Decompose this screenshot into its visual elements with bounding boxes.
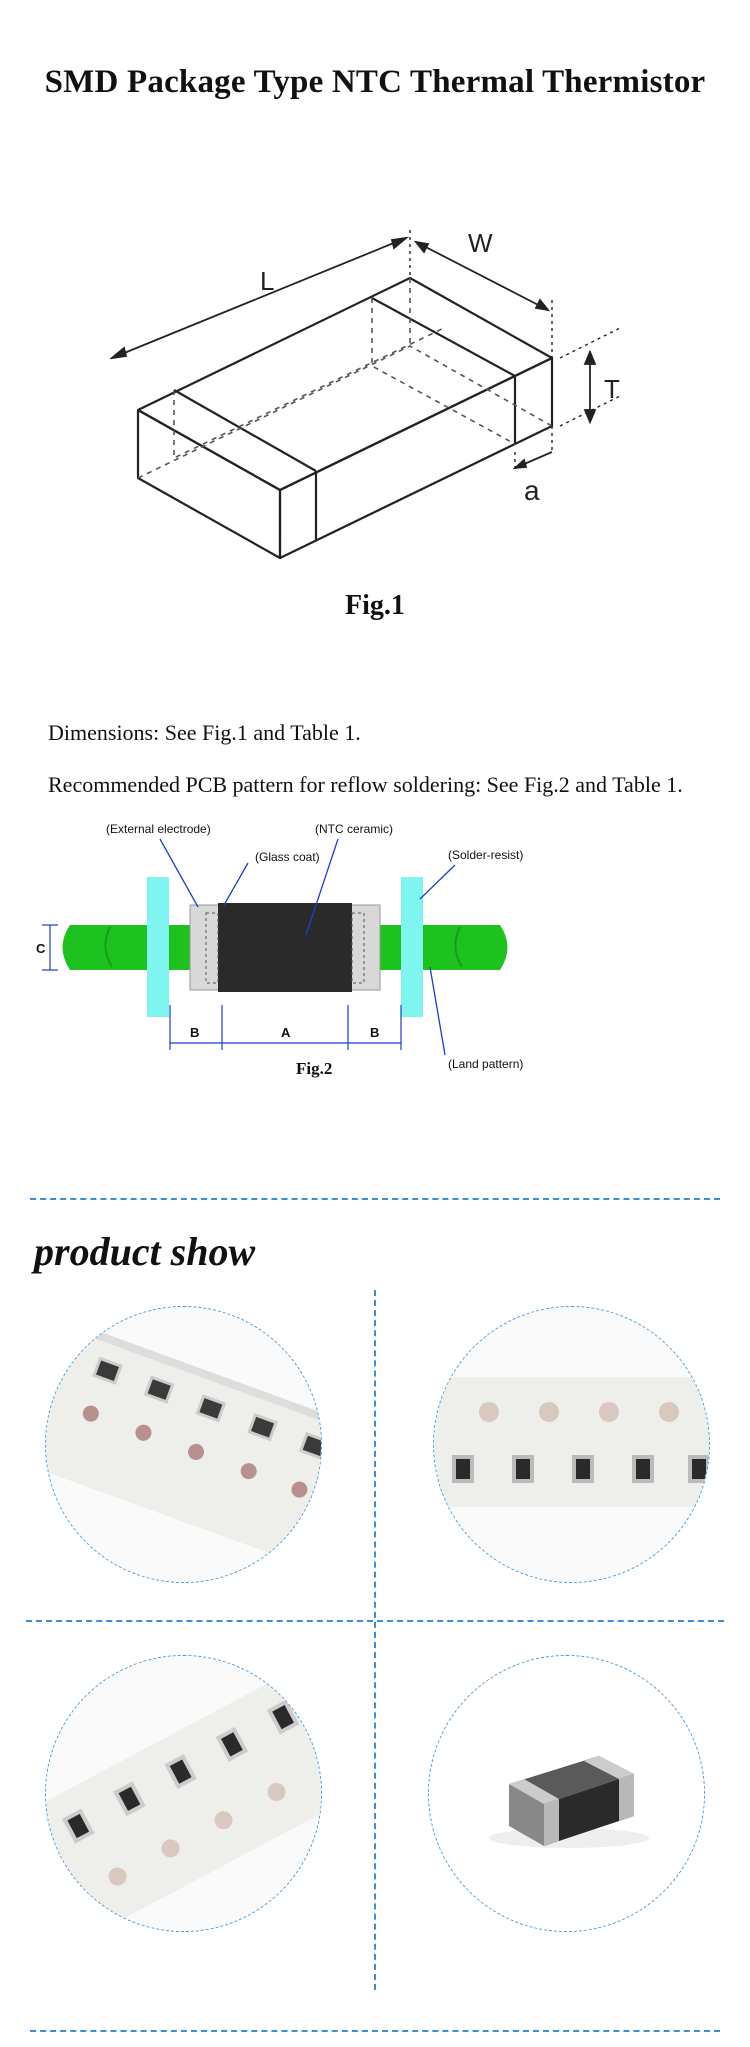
fig2-dim-b-left: B bbox=[190, 1025, 199, 1040]
product-photo-tape-3 bbox=[45, 1655, 322, 1932]
fig1-label-width: W bbox=[468, 228, 493, 258]
label-solder-resist: (Solder-resist) bbox=[448, 848, 523, 862]
page-title: SMD Package Type NTC Thermal Thermistor bbox=[44, 64, 706, 100]
land-pattern-left bbox=[62, 925, 190, 970]
product-show-title: product show bbox=[34, 1229, 256, 1274]
pcb-pattern-text: Recommended PCB pattern for reflow solde… bbox=[48, 772, 683, 797]
label-glass-coat: (Glass coat) bbox=[255, 850, 320, 864]
fig2-dim-a: A bbox=[281, 1025, 291, 1040]
section-divider bbox=[30, 1198, 720, 1200]
fig2-drawing: C B A B (External electrode) (NTC cerami… bbox=[36, 822, 523, 1078]
solder-resist-right bbox=[401, 877, 423, 1017]
ntc-ceramic-body bbox=[218, 903, 352, 992]
label-ntc-ceramic: (NTC ceramic) bbox=[315, 822, 393, 836]
fig1-label-electrode: a bbox=[524, 475, 540, 506]
label-land-pattern: (Land pattern) bbox=[448, 1057, 523, 1071]
fig1-drawing: L W T a bbox=[110, 228, 621, 560]
dimensions-text: Dimensions: See Fig.1 and Table 1. bbox=[48, 720, 361, 745]
fig1-label-thickness: T bbox=[604, 374, 620, 404]
grid-divider-horizontal bbox=[26, 1620, 724, 1622]
tape-reel-photo-icon bbox=[46, 1307, 321, 1582]
product-photo-tape-1 bbox=[45, 1306, 322, 1583]
solder-resist-left bbox=[147, 877, 169, 1017]
fig2-dim-b-right: B bbox=[370, 1025, 379, 1040]
chip-front-face bbox=[136, 408, 282, 560]
external-electrode-left bbox=[189, 904, 221, 991]
product-photo-tape-2 bbox=[433, 1306, 710, 1583]
fig2-caption: Fig.2 bbox=[296, 1059, 332, 1078]
section-divider-bottom bbox=[30, 2030, 720, 2032]
fig1-caption: Fig.1 bbox=[345, 590, 405, 621]
grid-divider-vertical bbox=[374, 1290, 376, 1990]
label-external-electrode: (External electrode) bbox=[106, 822, 211, 836]
fig1-label-length: L bbox=[260, 266, 274, 296]
chip-closeup-photo-icon bbox=[429, 1656, 704, 1931]
product-photo-chip bbox=[428, 1655, 705, 1932]
land-pattern-right bbox=[380, 925, 508, 970]
fig2-dim-c: C bbox=[36, 941, 46, 956]
external-electrode-right bbox=[349, 904, 381, 991]
